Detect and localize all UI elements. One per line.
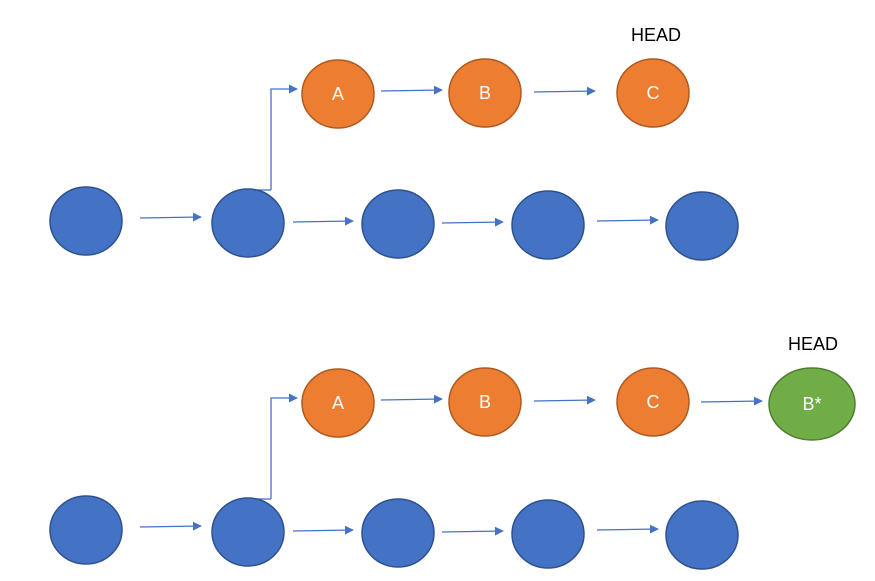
arrow — [380, 394, 443, 404]
bottom-diagram: A B C B* HEAD — [49, 334, 856, 570]
commit-node — [49, 495, 123, 565]
commit-node — [49, 186, 123, 256]
head-label: HEAD — [631, 25, 681, 45]
commit-node-c — [616, 58, 690, 128]
arrow — [441, 526, 504, 536]
branch-arrow — [270, 393, 298, 499]
commit-label-b-star: B* — [802, 394, 821, 414]
arrow — [139, 521, 202, 531]
commit-node-c — [616, 367, 690, 437]
commit-node — [665, 191, 739, 261]
branch-arrow — [270, 84, 298, 190]
arrow — [533, 395, 596, 405]
top-diagram: A B C HEAD — [49, 25, 739, 261]
commit-node-b-star — [768, 367, 856, 441]
commit-node-a — [301, 59, 375, 129]
commit-node — [211, 497, 285, 567]
arrow — [292, 216, 354, 226]
commit-node — [211, 188, 285, 258]
commit-label-b: B — [479, 392, 491, 412]
arrow — [292, 525, 354, 535]
head-label: HEAD — [788, 334, 838, 354]
commit-node-a — [301, 368, 375, 438]
commit-node — [511, 190, 585, 260]
arrow — [596, 524, 659, 534]
commit-label-a: A — [332, 84, 344, 104]
commit-node-b — [448, 58, 522, 128]
arrow — [596, 215, 659, 225]
commit-label-b: B — [479, 83, 491, 103]
arrow — [441, 217, 504, 227]
commit-node-b — [448, 367, 522, 437]
arrow — [533, 86, 596, 96]
commit-label-c: C — [647, 392, 660, 412]
arrow — [380, 85, 443, 95]
commit-label-a: A — [332, 393, 344, 413]
commit-node — [665, 500, 739, 570]
commit-node — [511, 499, 585, 569]
commit-label-c: C — [647, 83, 660, 103]
arrow — [700, 396, 763, 406]
arrow — [139, 212, 202, 222]
commit-node — [361, 189, 435, 259]
commit-node — [361, 498, 435, 568]
